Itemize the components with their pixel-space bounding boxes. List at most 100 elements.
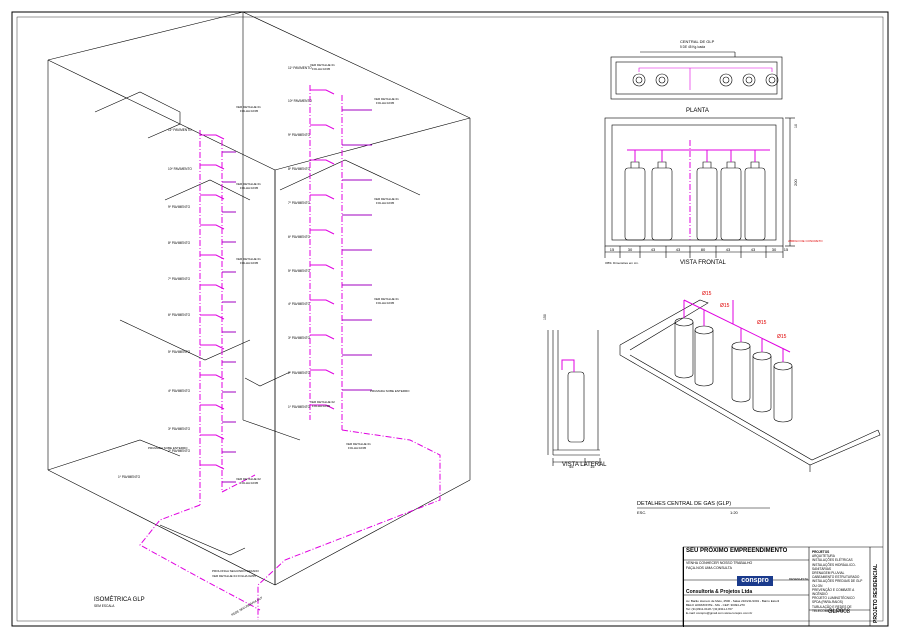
floor-labels-left: 11º PAVIMENTO 10º PAVIMENTO 9º PAVIMENTO… [118, 128, 192, 479]
side-label: PROJETO RESIDENCIAL [873, 563, 879, 623]
floor-label: 6º PAVIMENTO [168, 313, 191, 317]
street-note: VER DETALHE 04 FOLHA 02/05 [212, 574, 256, 578]
detail-note: FOLHA 02/05 [376, 101, 395, 105]
detail-note: FOLHA 02/05 [312, 404, 331, 408]
sheet-inner-border [16, 16, 884, 622]
floor-label: 3º PAVIMENTO [288, 336, 311, 340]
floor-label: 11º PAVIMENTO [168, 128, 192, 132]
floor-label: 2º PAVIMENTO [168, 449, 191, 453]
lateral-height: 150 [543, 314, 547, 320]
iso-title: ISOMÉTRICA GLP [94, 596, 145, 603]
floor-label: 9º PAVIMENTO [168, 205, 191, 209]
project-subtitle: VENHA CONHECER NOSSO TRABALHO FAÇA-NOS U… [686, 561, 752, 570]
pipe-size: Ø15 [777, 334, 787, 340]
lateral-dim: 15 [590, 464, 595, 469]
floor-label: 4º PAVIMENTO [168, 389, 191, 393]
detail-scale: 1:20 [730, 510, 739, 515]
sheet-border [11, 11, 889, 627]
dim-label: 80 [701, 247, 706, 252]
planta-label: PLANTA [686, 108, 709, 114]
company-logo: conspro [737, 576, 773, 586]
detail-note: VER DETALHE 02 [236, 477, 261, 481]
dim-label: 43 [726, 247, 731, 252]
street-note: PROLONGA SEGUINDO CEFADO [212, 569, 260, 573]
floor-label: 1º PAVIMENTO [288, 405, 311, 409]
detail-note: VER DETALHE 02 [310, 400, 335, 404]
dim-label: 30 [772, 247, 777, 252]
detail-note: FOLHA 02/05 [240, 481, 259, 485]
lateral-label: VISTA LATERAL [562, 462, 607, 468]
floor-label: 2º PAVIMENTO [288, 371, 311, 375]
pipe-size: Ø15 [702, 291, 712, 297]
stamp-label: DESENHISTA [789, 577, 808, 581]
planta-view [610, 51, 783, 100]
side-label-box: PROJETO RESIDENCIAL [870, 549, 880, 625]
disciplines-header: PROJETOS [812, 550, 830, 554]
floor-branches-right [310, 89, 372, 410]
pipe-size: Ø15 [757, 320, 767, 326]
floor-branches-left [200, 134, 236, 483]
frontal-height: 200 [793, 179, 798, 186]
address-line: Av. Barão Homem de Melo, 4500 - Salas 21… [686, 599, 780, 603]
frontal-label: VISTA FRONTAL [680, 260, 726, 266]
planta-header: CENTRAL DE GLP [680, 39, 715, 44]
floor-label: 8º PAVIMENTO [288, 167, 311, 171]
address-line: Tel: (31)3311-0118 / (31)3311-1707 [686, 607, 733, 611]
detail-note: FOLHA 02/05 [240, 186, 259, 190]
subtitle-line: FAÇA-NOS UMA CONSULTA [686, 565, 732, 570]
floor-label: 3º PAVIMENTO [168, 427, 191, 431]
central-iso-pipe [683, 299, 791, 362]
lateral-dim: 45 [569, 464, 574, 469]
floor-label: 1º PAVIMENTO [118, 475, 141, 479]
floor-label: 10º PAVIMENTO [288, 99, 312, 103]
frontal-dims: 15 30 43 43 80 43 43 30 15 [610, 247, 789, 252]
detail-note: VER DETALHE 01 [236, 257, 261, 261]
floor-label: 7º PAVIMENTO [288, 201, 311, 205]
company-name: Consultoria & Projetos Ltda [686, 589, 753, 595]
discipline-item: ARQUITETURA [812, 554, 835, 559]
dim-label: 15 [610, 247, 615, 252]
isometric-building [47, 11, 471, 586]
central-iso-detail [619, 299, 881, 472]
vista-frontal [604, 117, 795, 258]
address-line: E-mail: conspro@gmail.com www.conspro.co… [686, 611, 753, 615]
planta-header-sub: 5 DE 45 Kg./cada [680, 45, 705, 49]
floor-label: 7º PAVIMENTO [168, 277, 191, 281]
lateral-pipe [561, 359, 575, 372]
ground-note: PRUMADA SOBE ENTERRO [148, 446, 188, 450]
detail-note: FOLHA 02/05 [312, 67, 331, 71]
detail-note: VER DETALHE 01 [236, 105, 261, 109]
company-address: Av. Barão Homem de Melo, 4500 - Salas 21… [686, 599, 796, 615]
floor-label: 5º PAVIMENTO [168, 350, 191, 354]
pipe-size-labels: Ø15 Ø15 Ø15 Ø15 [702, 291, 787, 340]
floor-labels-right: 11º PAVIMENTO 10º PAVIMENTO 9º PAVIMENTO… [288, 66, 312, 409]
frontal-red-note: ABRIGO DE CONCRETO [788, 239, 823, 243]
vista-lateral [547, 330, 601, 466]
dim-label: 30 [628, 247, 633, 252]
drawing-code: GLP008 [827, 609, 851, 615]
gas-piping [139, 85, 441, 620]
ground-note: PRUMADA SOBE ENTERRO [370, 389, 410, 393]
detail-esc: ESC. [637, 510, 646, 515]
detail-note: FOLHA 02/05 [240, 109, 259, 113]
frontal-foot-note: OBS: Dimensões em cm. [605, 261, 639, 265]
discipline-item: CABEAMENTO ESTRUTURADO [812, 575, 860, 580]
discipline-item: PROJETO LUMINOTÉCNICO [812, 596, 855, 601]
dim-label: 43 [651, 247, 656, 252]
floor-label: 5º PAVIMENTO [288, 269, 311, 273]
detail-note: FOLHA 02/05 [240, 261, 259, 265]
project-title: SEU PRÓXIMO EMPREENDIMENTO [686, 548, 788, 554]
disciplines-list: PROJETOS ARQUITETURA INSTALAÇÕES ELÉTRIC… [812, 550, 864, 613]
discipline-item: INSTALAÇÕES HIDRÁULICO-SANITÁRIAS [812, 562, 856, 571]
discipline-item: PREVENÇÃO E COMBATE A INCÊNDIO [812, 587, 855, 597]
pipe-size: Ø15 [720, 303, 730, 309]
detail-note: VER DETALHE 01 [310, 63, 335, 67]
detail-note: VER DETALHE 01 [346, 442, 371, 446]
dim-label: 43 [676, 247, 681, 252]
discipline-item: SPDA (PARA-RAIOS) [812, 600, 843, 605]
subtitle-line: VENHA CONHECER NOSSO TRABALHO [686, 561, 753, 565]
floor-label: 6º PAVIMENTO [288, 235, 311, 239]
address-line: BELO HORIZONTE - MG - CEP: 30494-270 [686, 603, 745, 607]
frontal-pipe [627, 140, 770, 240]
detail-note: VER DETALHE 01 [374, 197, 399, 201]
